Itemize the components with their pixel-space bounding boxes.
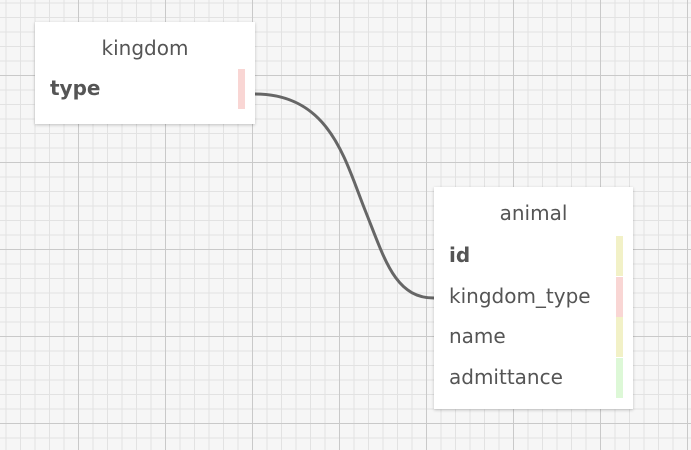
animal-table[interactable]: animal id kingdom_type name admittance <box>434 187 633 409</box>
field-label: kingdom_type <box>449 283 591 308</box>
field-id[interactable]: id <box>434 235 633 276</box>
table-title: animal <box>499 201 568 225</box>
field-name[interactable]: name <box>434 316 633 357</box>
field-admittance[interactable]: admittance <box>434 357 633 398</box>
field-label: id <box>449 243 471 267</box>
table-title: kingdom <box>101 36 189 60</box>
field-marker <box>616 236 623 276</box>
field-marker <box>616 357 623 398</box>
field-label: name <box>449 324 506 348</box>
field-marker <box>238 69 245 109</box>
field-type[interactable]: type <box>35 68 255 109</box>
field-marker <box>616 276 623 317</box>
field-marker <box>616 317 623 357</box>
field-label: admittance <box>449 364 563 389</box>
kingdom-type-to-animal-kingdom-type-line[interactable] <box>253 92 436 300</box>
field-kingdom-type[interactable]: kingdom_type <box>434 276 633 317</box>
kingdom-table[interactable]: kingdom type <box>35 22 255 124</box>
field-label: type <box>50 76 101 100</box>
